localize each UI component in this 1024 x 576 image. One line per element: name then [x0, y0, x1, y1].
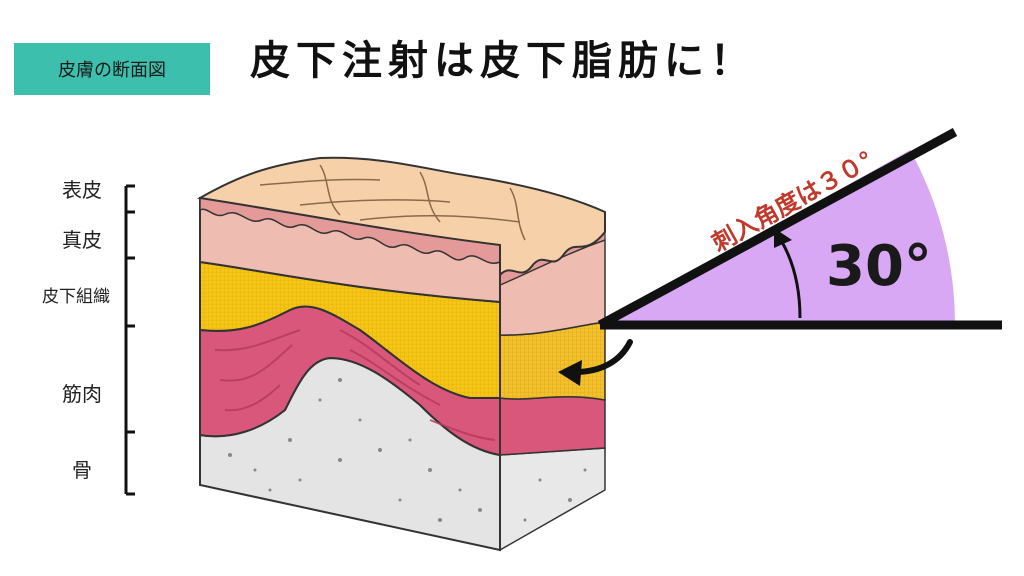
label-subcutaneous: 皮下組織	[42, 287, 110, 307]
page-title: 皮下注射は皮下脂肪に！	[250, 38, 756, 84]
label-muscle: 筋肉	[62, 382, 102, 406]
angle-indicator	[597, 128, 1002, 330]
label-bone: 骨	[72, 458, 92, 482]
angle-value: 30°	[826, 234, 932, 299]
injection-arrow-icon	[558, 339, 633, 386]
layer-bracket	[124, 184, 135, 496]
label-epidermis: 表皮	[62, 178, 102, 202]
cross-section-badge: 皮膚の断面図	[14, 43, 210, 95]
block-front-face	[199, 196, 587, 552]
label-dermis: 真皮	[62, 228, 102, 252]
block-side-face	[499, 230, 606, 552]
block-top-face	[197, 156, 606, 278]
